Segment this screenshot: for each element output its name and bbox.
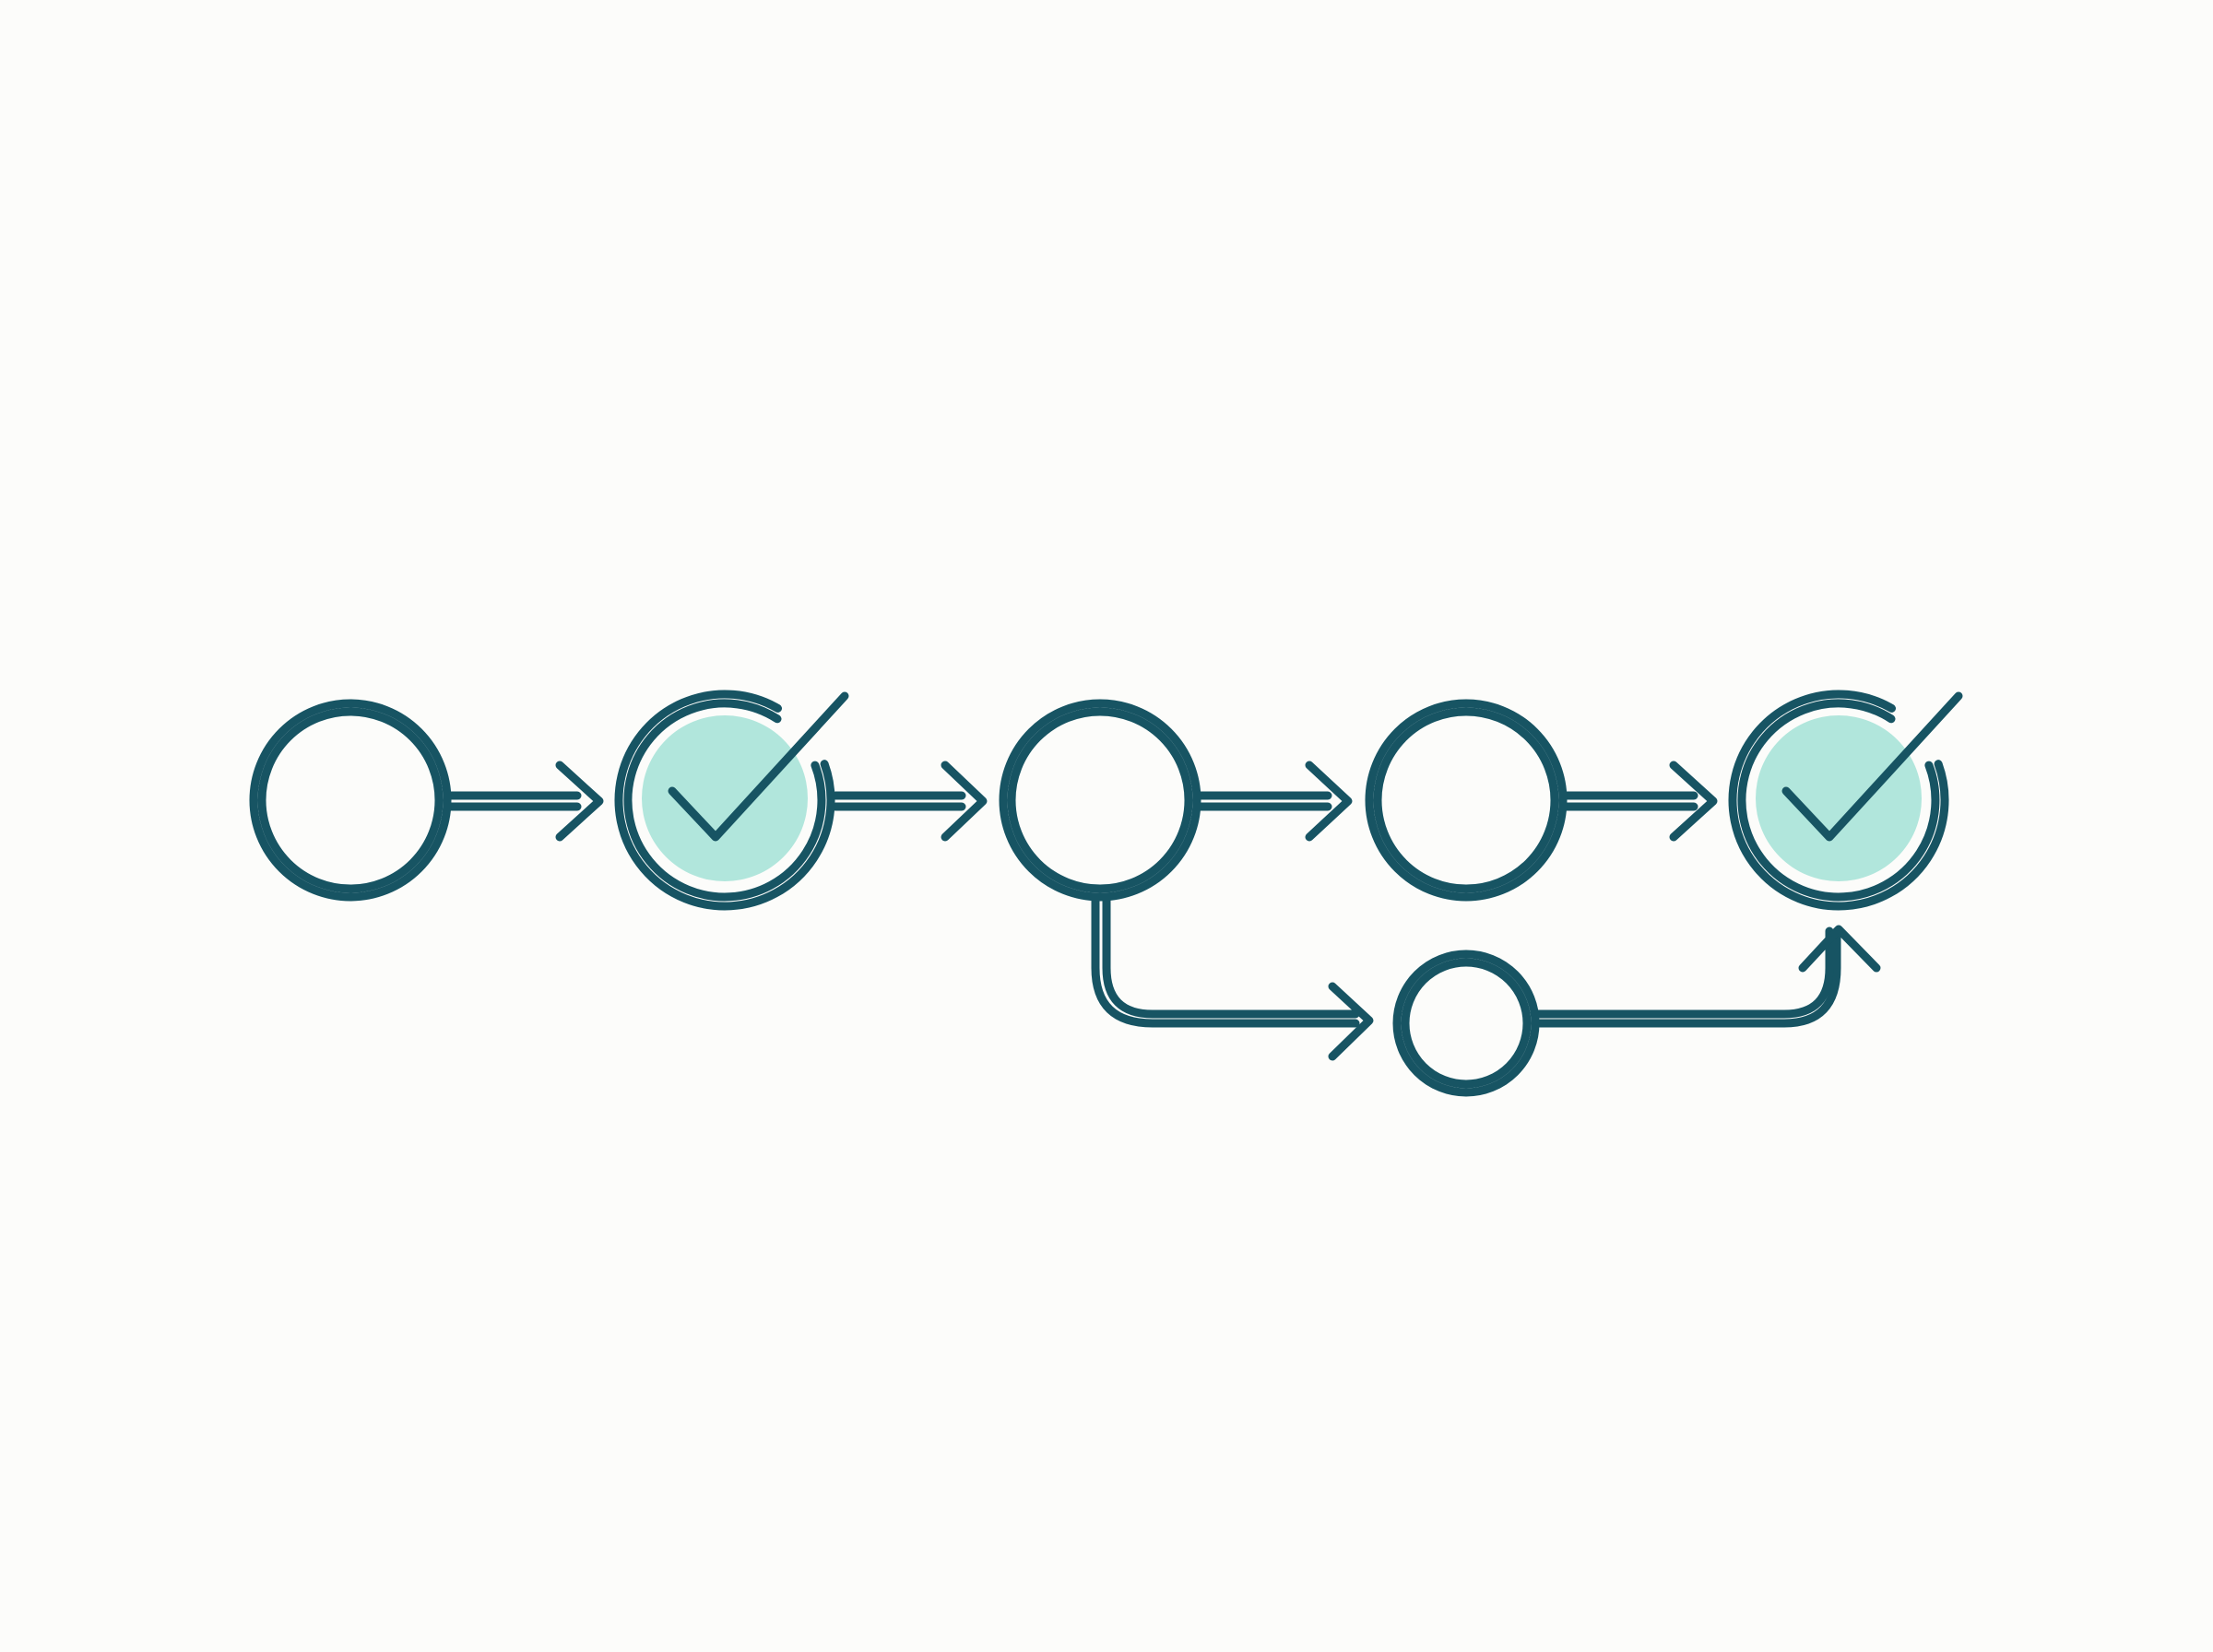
step-circle (1365, 699, 1568, 902)
checkmark-icon (1781, 691, 1963, 842)
checkmark-icon (668, 691, 849, 842)
step-circle-inner (1373, 707, 1559, 893)
step-circle-inner (257, 707, 444, 893)
connector-step-3-to-branch-step (1091, 894, 1374, 1061)
step-5-node (1728, 690, 1963, 911)
connector-line (1102, 894, 1360, 1019)
complete-fill (1756, 715, 1922, 881)
connections (445, 761, 1881, 1061)
progress-ring-inner (623, 699, 826, 902)
progress-ring (1728, 690, 1949, 911)
step-circle (1392, 950, 1540, 1097)
connector-step-4-to-step-5 (1561, 761, 1718, 842)
connector-branch-step-to-step-5 (1533, 925, 1881, 1028)
progress-ring (614, 690, 835, 911)
step-circle-inner (1007, 707, 1193, 893)
connector-step-1-to-step-2 (445, 761, 604, 842)
step-2-node (614, 690, 849, 911)
arrowhead-icon (555, 761, 604, 842)
steps (249, 690, 1963, 1097)
progress-ring-inner (1737, 699, 1940, 902)
step-4-node (1365, 699, 1568, 902)
step-circle (999, 699, 1201, 902)
branch-step-node (1392, 950, 1540, 1097)
connector-line (1533, 926, 1841, 1028)
step-3-node (999, 699, 1201, 902)
complete-fill (642, 715, 808, 881)
step-circle (249, 699, 452, 902)
step-circle-inner (1401, 958, 1532, 1089)
arrowhead-icon (1798, 925, 1881, 973)
arrowhead-icon (1328, 982, 1374, 1061)
arrowhead-icon (1669, 761, 1718, 842)
connector-line (1091, 894, 1360, 1028)
connector-step-3-to-step-4 (1195, 761, 1353, 842)
connector-step-2-to-step-3 (831, 761, 988, 842)
arrowhead-icon (1305, 761, 1353, 842)
connector-line (1533, 926, 1834, 1019)
step-1-node (249, 699, 452, 902)
arrowhead-icon (941, 761, 988, 842)
